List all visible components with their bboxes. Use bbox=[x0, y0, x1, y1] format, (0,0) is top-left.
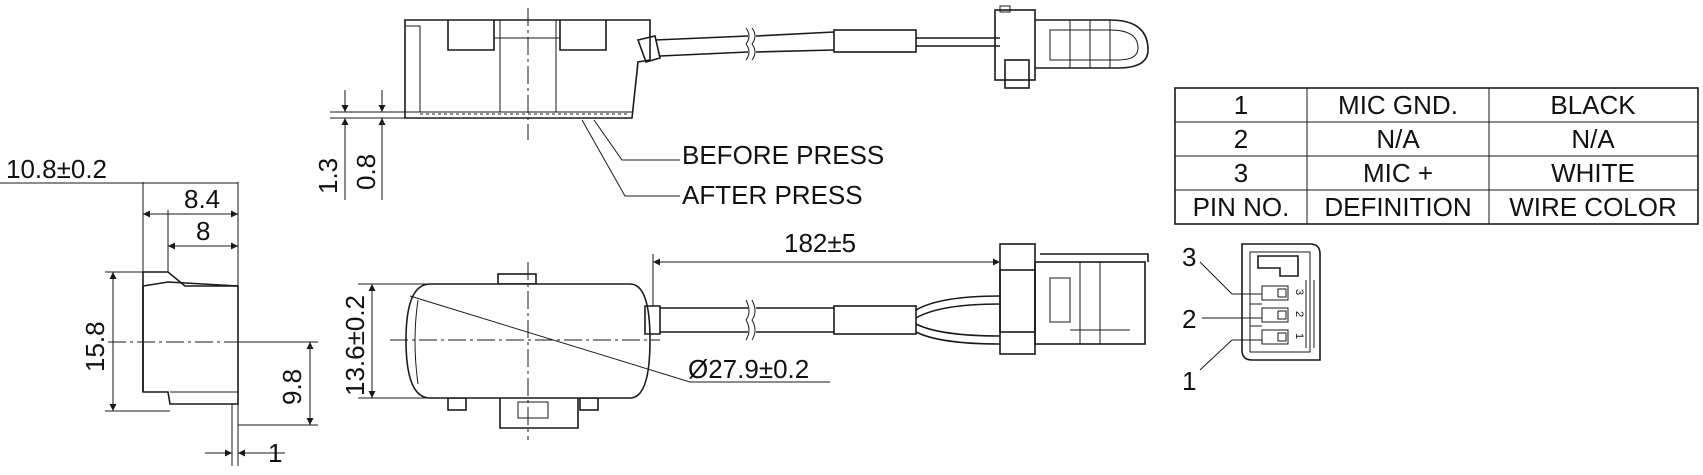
pin-table: 1 MIC GND. BLACK 2 N/A N/A 3 MIC + WHITE… bbox=[1174, 87, 1699, 225]
pin-table-header: DEFINITION bbox=[1324, 192, 1471, 222]
pin-table-cell: MIC GND. bbox=[1338, 90, 1458, 120]
pin-table-cell: 3 bbox=[1234, 158, 1248, 188]
pin-table-cell: N/A bbox=[1376, 124, 1420, 154]
pin-table-cell: 1 bbox=[1234, 90, 1248, 120]
dim-width-8-4: 8.4 bbox=[184, 184, 220, 214]
connector-pinout: 3 2 1 3 2 1 bbox=[1182, 242, 1321, 396]
dim-height-15-8: 15.8 bbox=[80, 321, 110, 372]
pin-label-1: 1 bbox=[1182, 366, 1196, 396]
dim-travel-1-3: 1.3 bbox=[313, 158, 343, 194]
pin-table-cell: 2 bbox=[1234, 124, 1248, 154]
pin-table-cell: BLACK bbox=[1550, 90, 1636, 120]
pin-table-header: WIRE COLOR bbox=[1509, 192, 1677, 222]
top-view: 182±5 13.6±0.2 Ø27.9±0.2 bbox=[340, 228, 1149, 440]
pin-table-cell: N/A bbox=[1571, 124, 1615, 154]
dim-diameter: Ø27.9±0.2 bbox=[688, 354, 809, 384]
dim-width-8: 8 bbox=[196, 216, 210, 246]
callout-before-press: BEFORE PRESS bbox=[682, 140, 884, 170]
dim-height-13-6: 13.6±0.2 bbox=[340, 295, 370, 396]
callout-after-press: AFTER PRESS bbox=[682, 180, 863, 210]
pin-mark-2: 2 bbox=[1293, 311, 1305, 317]
pin-table-cell: MIC + bbox=[1363, 158, 1433, 188]
front-view: 1.3 0.8 BEFORE PRESS AFTER PRESS bbox=[313, 5, 1149, 210]
pin-mark-1: 1 bbox=[1293, 333, 1305, 339]
side-view: 10.8±0.2 8.4 8 15.8 9.8 1 bbox=[0, 154, 318, 468]
dim-travel-0-8: 0.8 bbox=[351, 154, 381, 190]
pin-label-3: 3 bbox=[1182, 242, 1196, 272]
dim-thickness-1: 1 bbox=[268, 438, 282, 468]
pin-label-2: 2 bbox=[1182, 304, 1196, 334]
dim-height-9-8: 9.8 bbox=[277, 369, 307, 405]
pin-mark-3: 3 bbox=[1293, 289, 1305, 295]
pin-table-cell: WHITE bbox=[1551, 158, 1635, 188]
dim-width-overall: 10.8±0.2 bbox=[6, 154, 107, 184]
dim-cable-length: 182±5 bbox=[784, 228, 856, 258]
pin-table-header: PIN NO. bbox=[1193, 192, 1290, 222]
